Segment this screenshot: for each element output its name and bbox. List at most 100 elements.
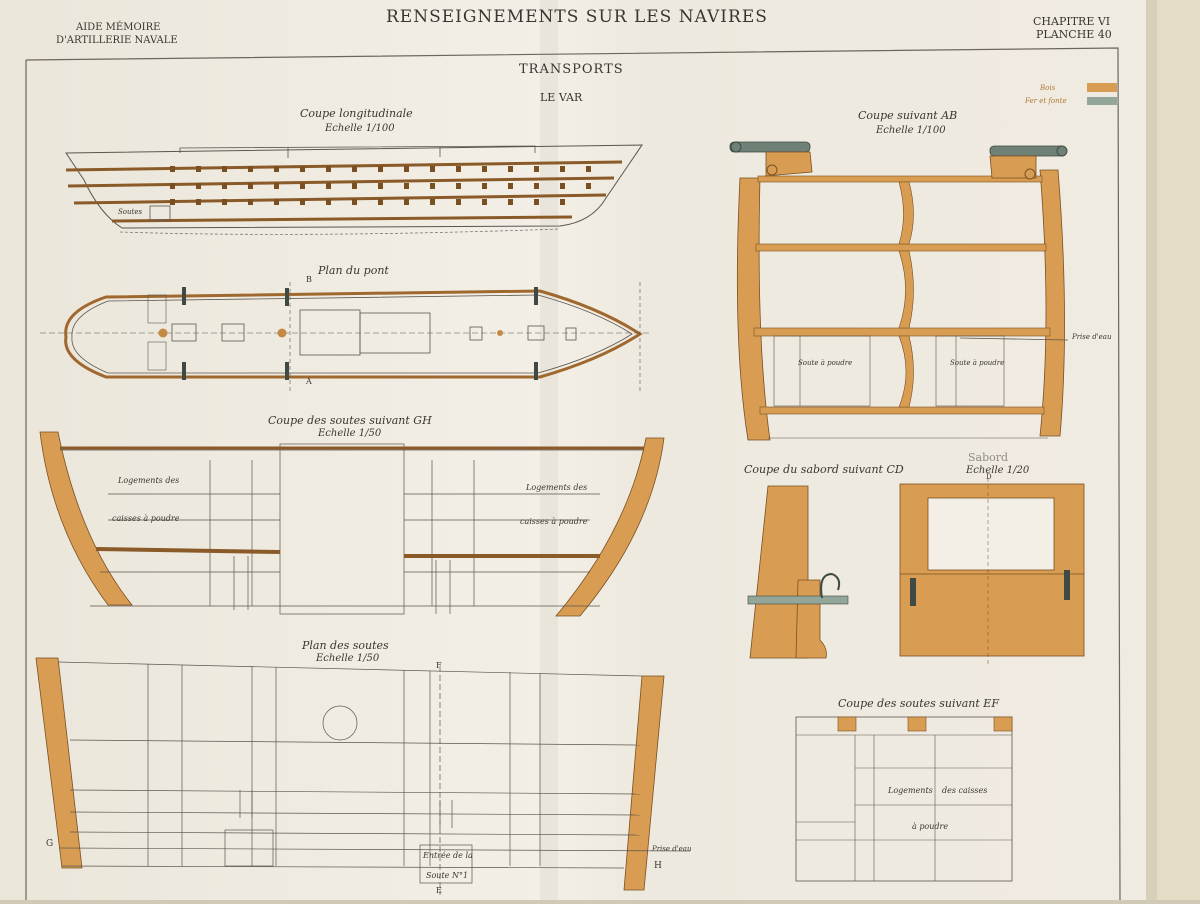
gun-port <box>300 199 305 205</box>
gun-port <box>248 199 253 205</box>
plate-title: RENSEIGNEMENTS SUR LES NAVIRES <box>386 7 768 27</box>
longitudinal-section <box>65 144 643 235</box>
gun-port <box>222 199 227 205</box>
port-cd-sabord: Sabord <box>968 451 1009 464</box>
legend-label-iron: Fer et fonte <box>1025 97 1067 105</box>
gun-port <box>196 199 201 205</box>
gun-port <box>508 199 513 205</box>
hold-plan-title: Plan des soutes <box>302 639 389 652</box>
gun-port <box>222 183 227 189</box>
header-left-line1: AIDE MÉMOIRE <box>76 22 161 33</box>
section-gh-title: Coupe des soutes suivant GH <box>268 414 432 427</box>
section-ab-scale: Echelle 1/100 <box>876 125 946 136</box>
gun-port <box>300 166 305 172</box>
gun-port <box>300 183 305 189</box>
hold-plan-scale: Echelle 1/50 <box>316 653 380 664</box>
gun-port <box>456 166 461 172</box>
gun-port <box>378 183 383 189</box>
section-ef <box>795 716 1013 882</box>
cannon-left <box>729 141 813 177</box>
section-ab-soute-left: Soute à poudre <box>798 359 853 367</box>
chapter-label: CHAPITRE VI <box>1033 15 1111 28</box>
gun-port <box>248 183 253 189</box>
gun-port <box>378 166 383 172</box>
hold-plan-mark-f: F <box>436 661 442 670</box>
plate-number: PLANCHE 40 <box>1036 28 1112 41</box>
gun-port <box>248 166 253 172</box>
gun-port <box>274 166 279 172</box>
gun-port <box>482 183 487 189</box>
gun-port <box>352 166 357 172</box>
gun-port <box>170 199 175 205</box>
port-cd-scale: Echelle 1/20 <box>966 465 1030 476</box>
section-ab-title: Coupe suivant AB <box>858 109 958 122</box>
ship-name: LE VAR <box>540 91 583 104</box>
hold-plan-mark-e: E <box>436 886 442 895</box>
gun-port <box>274 199 279 205</box>
section-ef-line3: à poudre <box>912 822 949 831</box>
section-ab-soute-right: Soute à poudre <box>950 359 1005 367</box>
gun-port <box>222 166 227 172</box>
gun-port <box>170 166 175 172</box>
section-gh-right-line2: caisses à poudre <box>520 517 588 526</box>
hold-plan-mark-g: G <box>46 839 54 849</box>
deck-plan-mark-b: B <box>306 275 312 284</box>
gun-ports <box>170 166 591 205</box>
gun-port <box>508 183 513 189</box>
hold-plan-entry-line2: Soute N°1 <box>426 871 469 880</box>
plate-frame <box>25 47 1121 901</box>
gun-port <box>326 166 331 172</box>
section-ef-title: Coupe des soutes suivant EF <box>838 697 999 710</box>
legend-swatch-wood <box>1087 83 1117 92</box>
gun-port <box>586 183 591 189</box>
section-ef-line2: des caisses <box>942 786 988 795</box>
gun-port <box>508 166 513 172</box>
legend-swatch-iron <box>1087 97 1117 105</box>
gun-port <box>196 166 201 172</box>
gun-port <box>534 183 539 189</box>
gun-port <box>274 183 279 189</box>
deck-plan-fittings <box>158 287 538 380</box>
gun-port <box>196 183 201 189</box>
section-gh-right-line1: Logements des <box>526 483 588 492</box>
gun-port <box>430 166 435 172</box>
gun-port <box>456 199 461 205</box>
gun-port <box>482 199 487 205</box>
gun-port <box>456 183 461 189</box>
port-section-cd <box>747 478 1085 666</box>
gun-port <box>352 183 357 189</box>
gun-port <box>378 199 383 205</box>
section-title: TRANSPORTS <box>519 62 624 77</box>
section-ef-line1: Logements <box>888 786 933 795</box>
section-ab <box>729 141 1069 441</box>
section-gh <box>39 431 665 617</box>
gun-port <box>560 166 565 172</box>
gun-port <box>482 166 487 172</box>
hold-plan-prise-label: Prise d'eau <box>652 845 692 853</box>
gun-port <box>352 199 357 205</box>
longitudinal-title: Coupe longitudinale <box>300 107 413 120</box>
gun-port <box>326 199 331 205</box>
deck-plan-title: Plan du pont <box>318 264 389 277</box>
hold-plan <box>35 657 691 895</box>
section-gh-left-line2: caisses à poudre <box>112 514 180 523</box>
gun-port <box>430 183 435 189</box>
gun-port <box>534 166 539 172</box>
deck-plan <box>40 282 650 392</box>
cannon-right <box>989 145 1068 180</box>
gun-port <box>586 166 591 172</box>
gun-port <box>534 199 539 205</box>
gun-port <box>326 183 331 189</box>
deck-plan-mark-a: A <box>306 377 312 386</box>
header-left-line2: D'ARTILLERIE NAVALE <box>56 35 178 46</box>
hold-plan-entry-line1: Entrée de la <box>423 851 473 860</box>
gun-port <box>560 199 565 205</box>
section-gh-left-line1: Logements des <box>118 476 180 485</box>
gun-port <box>430 199 435 205</box>
gun-port <box>560 183 565 189</box>
longitudinal-soutes-label: Soutes <box>118 208 143 216</box>
section-ab-prise-label: Prise d'eau <box>1072 333 1112 341</box>
hold-plan-mark-h: H <box>654 861 662 871</box>
